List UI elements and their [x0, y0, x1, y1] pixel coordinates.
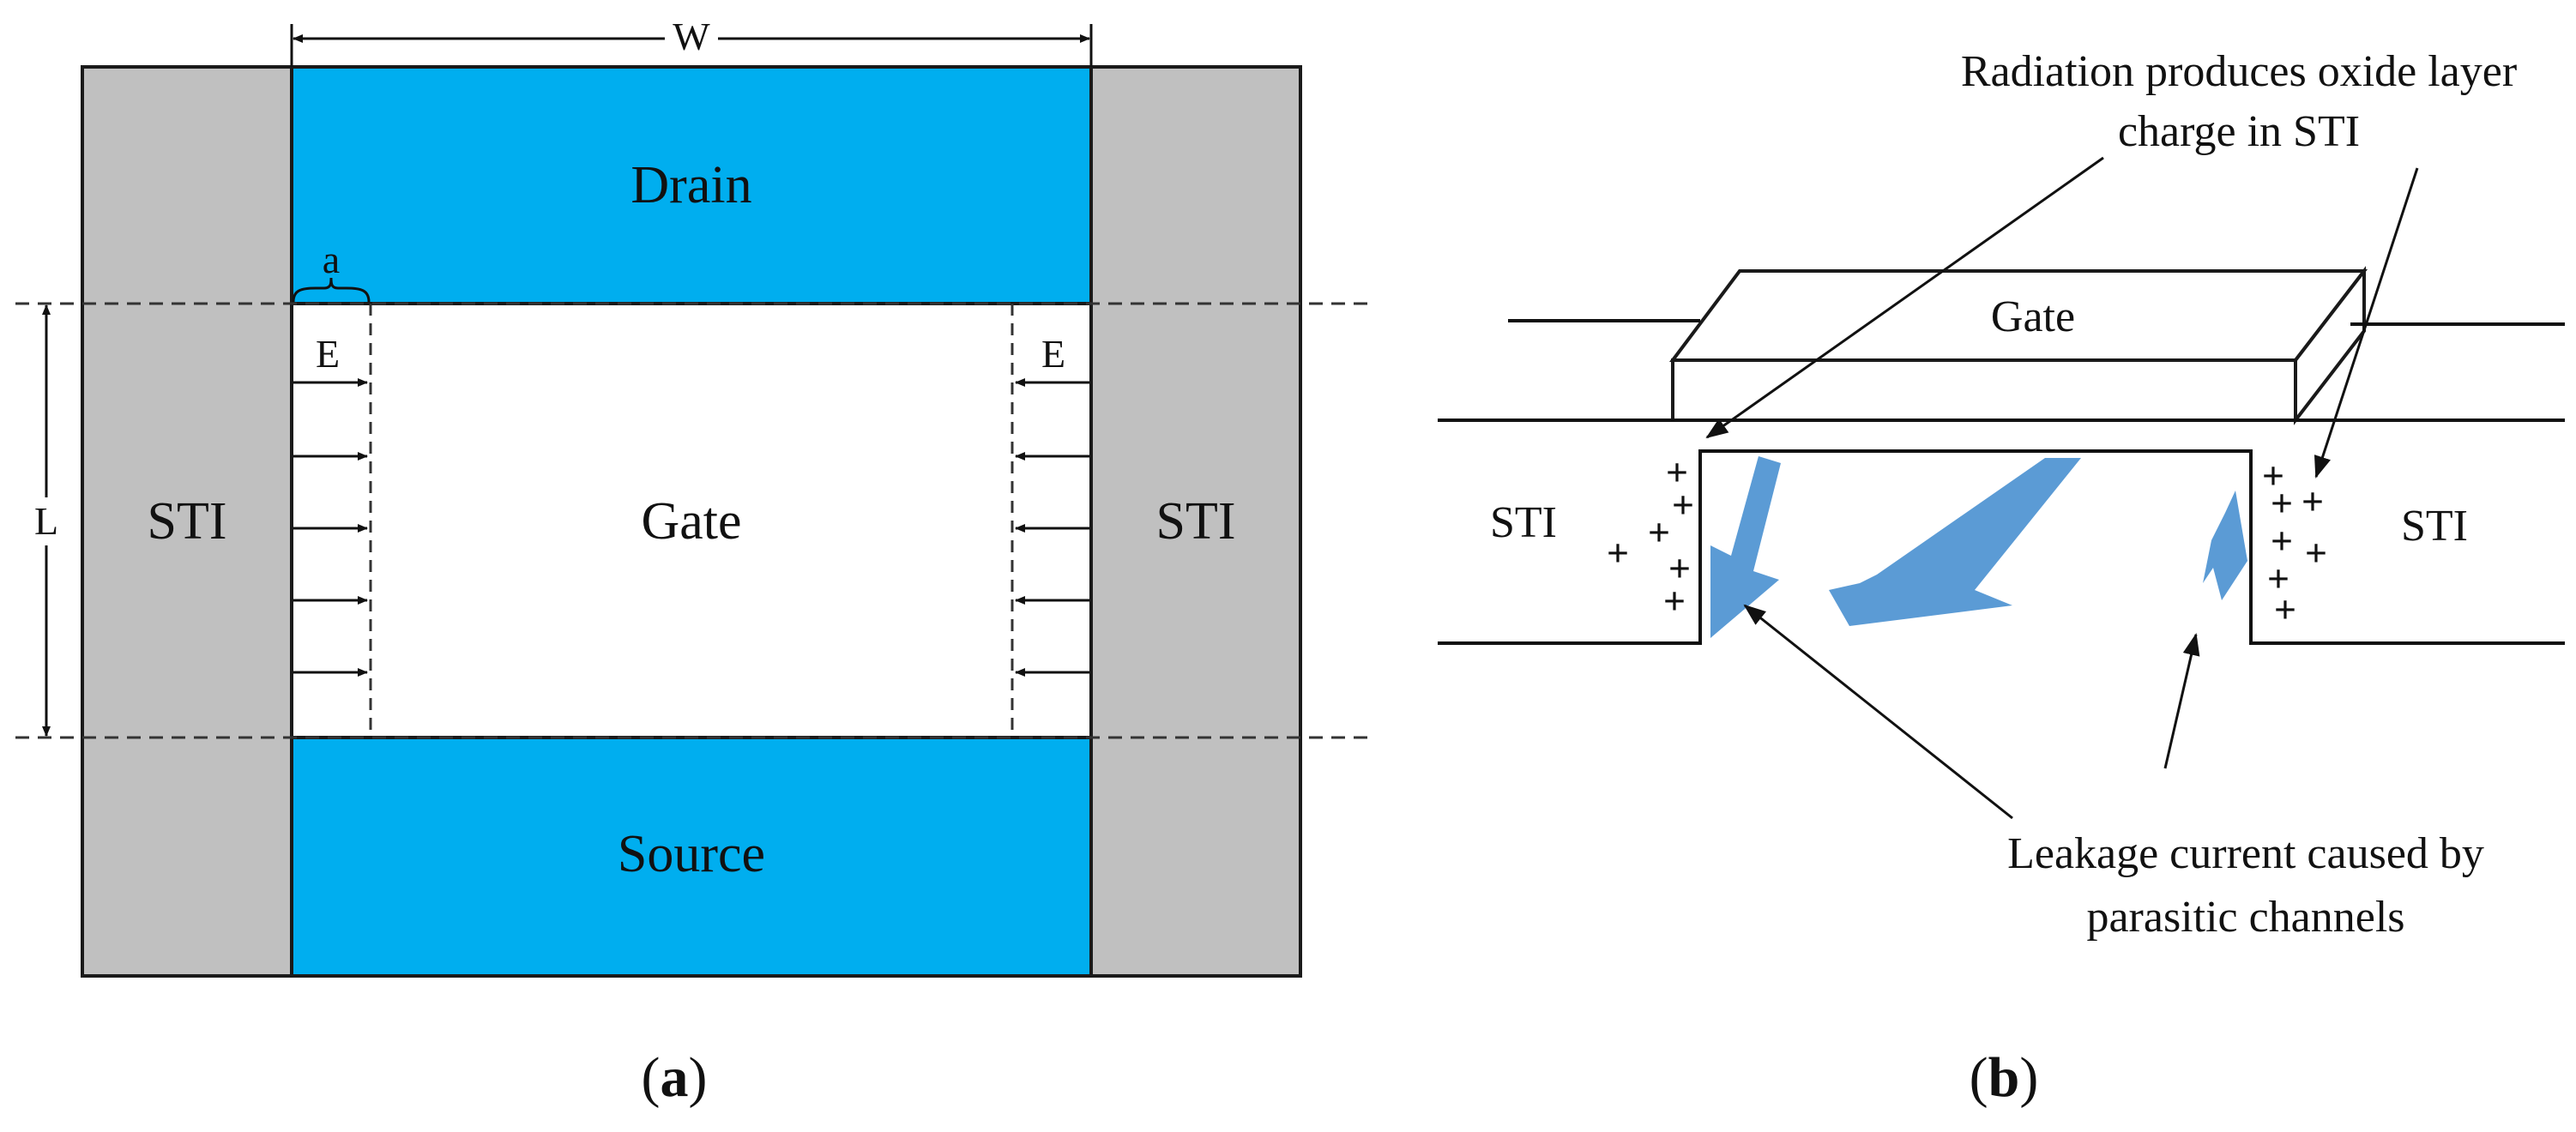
- caption-a: (a): [642, 1046, 708, 1109]
- annotation-leakage-pointer-right: [2163, 633, 2200, 769]
- oxide-charges-left: + + + + + +: [1607, 450, 1694, 623]
- edge-width-label: a: [323, 238, 340, 281]
- svg-text:+: +: [1668, 546, 1691, 590]
- field-label-right: E: [1041, 332, 1065, 376]
- gate-label-b: Gate: [1991, 292, 2075, 341]
- source-label: Source: [618, 825, 765, 883]
- leakage-arrow-right: [2203, 491, 2247, 600]
- gate-region: [290, 302, 1093, 739]
- svg-text:+: +: [2302, 479, 2324, 523]
- width-label: W: [673, 15, 710, 58]
- sti-right-label-a: STI: [1156, 492, 1236, 551]
- svg-text:+: +: [2305, 531, 2327, 575]
- svg-text:+: +: [1672, 483, 1694, 527]
- annotation-leakage-line1: Leakage current caused by: [2007, 829, 2484, 878]
- leakage-arrow-left: [1710, 456, 1781, 638]
- electric-field-arrows-right: [1015, 378, 1089, 677]
- svg-text:+: +: [2271, 481, 2293, 525]
- field-label-left: E: [316, 332, 340, 376]
- svg-text:+: +: [1648, 510, 1670, 554]
- annotation-radiation-line1: Radiation produces oxide layer: [1961, 47, 2517, 96]
- sti-left-label-b: STI: [1490, 498, 1557, 547]
- annotation-leakage-line2: parasitic channels: [2086, 893, 2404, 942]
- gate-block-front: [1671, 358, 2297, 422]
- annotation-radiation-line2: charge in STI: [2118, 107, 2360, 156]
- width-label-bg: [665, 17, 718, 60]
- svg-text:+: +: [1663, 579, 1686, 623]
- length-label: L: [34, 499, 58, 543]
- oxide-charges-right: + + + + + + +: [2262, 454, 2327, 631]
- panel-a: W L a E E Drain Gate Source STI: [15, 15, 1369, 1109]
- svg-text:+: +: [2274, 587, 2296, 631]
- gate-label-a: Gate: [641, 492, 741, 551]
- sti-left-label-a: STI: [148, 492, 227, 551]
- svg-text:+: +: [2271, 519, 2293, 563]
- annotation-radiation-pointer-left: [1705, 156, 2104, 439]
- sti-left-region: [81, 65, 293, 978]
- sti-right-label-b: STI: [2401, 502, 2468, 551]
- annotation-radiation-pointer-right: [2314, 167, 2419, 479]
- active-region-outline: [1438, 449, 2565, 645]
- svg-text:+: +: [1607, 531, 1629, 575]
- electric-field-arrows-left: [293, 378, 368, 677]
- edge-width-brace: [292, 277, 371, 303]
- svg-text:+: +: [2267, 557, 2289, 600]
- leakage-arrow-center: [1829, 458, 2081, 626]
- source-region: [290, 736, 1093, 978]
- drain-label: Drain: [630, 156, 751, 214]
- svg-text:+: +: [1666, 450, 1688, 494]
- caption-b: (b): [1970, 1046, 2039, 1109]
- annotation-leakage-pointer-left: [1743, 604, 2013, 820]
- drain-region: [290, 65, 1093, 305]
- sti-right-region: [1089, 65, 1302, 978]
- length-label-bg: [26, 497, 67, 545]
- panel-b: Gate + + + + + + + + + + + + +: [1438, 47, 2565, 1109]
- svg-text:+: +: [2262, 454, 2284, 497]
